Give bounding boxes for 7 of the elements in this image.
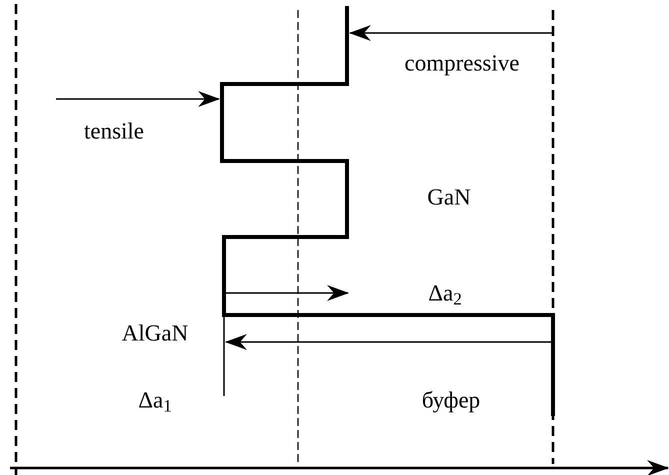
region-label: compressive xyxy=(404,52,520,74)
region-label: tensile xyxy=(84,120,144,142)
region-label: GaN xyxy=(427,186,471,208)
region-label: Δa$_{1}$ xyxy=(138,388,172,412)
region-label: Δa$_{2}$ xyxy=(428,282,462,304)
region-label: AlGaN xyxy=(122,322,188,344)
region-label: буфер xyxy=(422,388,480,412)
